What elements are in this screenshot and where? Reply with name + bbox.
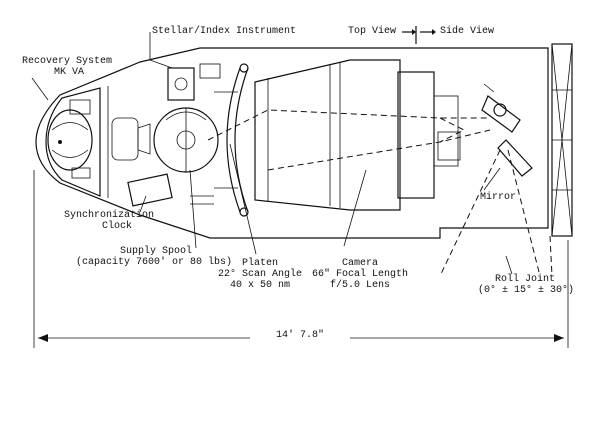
top-view-label: Top View	[348, 26, 397, 37]
platen-label-line2: 22° Scan Angle	[218, 269, 303, 280]
camera-barrel	[207, 59, 491, 211]
recovery-components	[69, 99, 151, 179]
stellar-index-label: Stellar/Index Instrument	[152, 26, 297, 37]
supply-spool	[153, 107, 219, 173]
side-view-label: Side View	[440, 26, 495, 37]
view-indicator	[402, 26, 436, 44]
side-view-frame	[551, 43, 573, 237]
supply-spool-label-line2: (capacity 7600' or 80 lbs)	[76, 257, 233, 268]
roll-joint-label-line2: (0° ± 15° ± 30°)	[477, 285, 574, 296]
platen	[190, 63, 249, 217]
recovery-system-label-line1: Recovery System	[22, 56, 113, 67]
camera-label-line2: 66" Focal Length	[311, 269, 408, 280]
camera-label-line1: Camera	[341, 258, 378, 269]
synchronization-clock-label-line2: Clock	[102, 221, 133, 232]
mirror-assembly	[481, 83, 533, 177]
vehicle-hull	[35, 47, 549, 239]
overall-length-label: 14' 7.8"	[250, 330, 350, 341]
platen-label-line1: Platen	[241, 258, 278, 269]
synchronization-clock	[127, 173, 173, 207]
synchronization-clock-label-line1: Synchronization	[64, 210, 155, 221]
recovery-system-label-line2: MK VA	[54, 67, 85, 78]
supply-spool-label-line1: Supply Spool	[120, 246, 193, 257]
roll-joint-lines	[439, 149, 553, 277]
roll-joint-label-line1: Roll Joint	[494, 274, 555, 285]
camera-label-line3: f/5.0 Lens	[329, 280, 390, 291]
platen-label-line3: 40 x 50 nm	[229, 280, 290, 291]
mirror-label: Mirror	[480, 192, 517, 203]
leader-lines	[31, 32, 513, 275]
stellar-index-instrument	[167, 63, 221, 101]
